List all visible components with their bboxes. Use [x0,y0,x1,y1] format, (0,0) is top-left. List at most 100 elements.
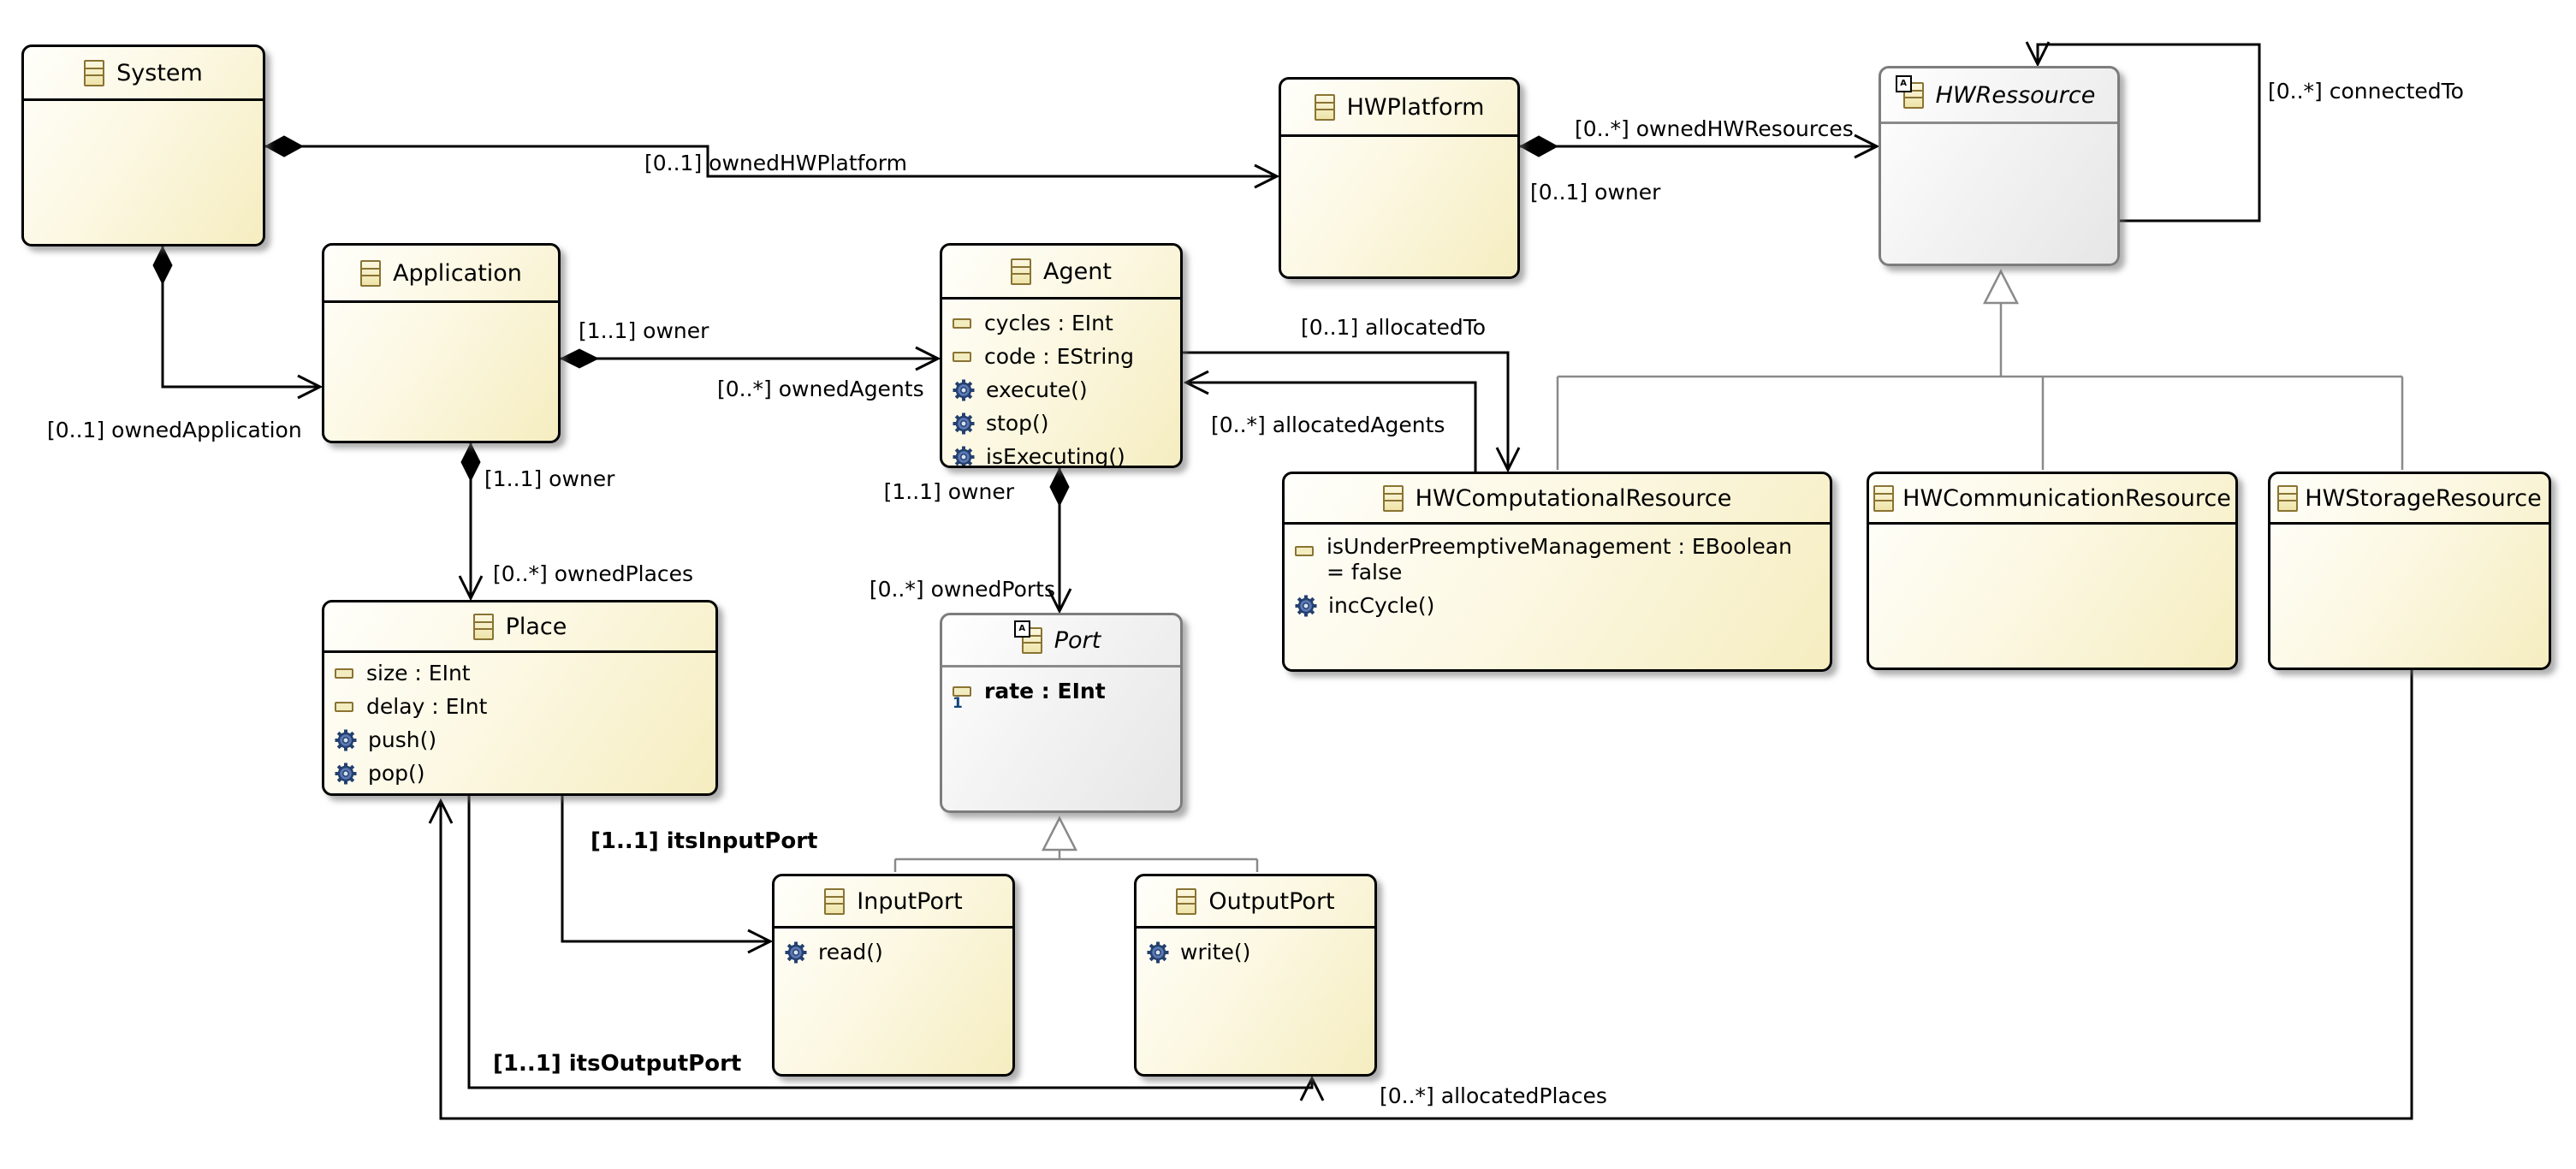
eoperation-gear-icon [1147,941,1169,964]
composition-diamond [559,348,600,369]
class-title: OutputPort [1208,887,1335,915]
class-hwstorageresource[interactable]: HWStorageResource [2268,472,2551,670]
eoperation-gear-icon [335,763,357,785]
arrowhead [747,929,774,954]
label-allocated-places[interactable]: [0..*] allocatedPlaces [1380,1083,1607,1108]
attribute-row[interactable]: 1 rate : EInt [953,679,1106,712]
operation-row[interactable]: isExecuting() [953,440,1177,466]
label-its-input-port[interactable]: [1..1] itsInputPort [591,828,818,854]
composition-diamond [1518,135,1559,157]
label-connected-to[interactable]: [0..*] connectedTo [2268,79,2464,104]
attribute-row[interactable]: code : EString [953,340,1177,373]
label-owned-places[interactable]: [0..*] ownedPlaces [493,561,694,586]
label-owned-application[interactable]: [0..1] ownedApplication [47,418,302,442]
label-hw-owner[interactable]: [0..1] owner [1530,180,1661,205]
class-system[interactable]: System [21,45,265,246]
arrowhead [1047,588,1072,614]
edge-its-input-port[interactable] [561,796,769,943]
class-application[interactable]: Application [322,243,561,443]
class-outputport[interactable]: OutputPort write() [1134,874,1377,1077]
class-header: Application [324,246,558,303]
class-title: HWCommunicationResource [1902,484,2231,512]
arrowhead [428,798,454,824]
operation-row[interactable]: write() [1147,935,1371,969]
class-hwcomputationalresource[interactable]: HWComputationalResource isUnderPreemptiv… [1282,472,1832,672]
class-hwplatform[interactable]: HWPlatform [1279,77,1520,279]
eattribute-icon [953,351,973,362]
class-body [2270,525,2549,531]
class-port[interactable]: A Port 1 rate : EInt [940,613,1183,813]
eclass-icon [1314,93,1335,121]
class-header: InputPort [775,876,1012,929]
attribute-row[interactable]: cycles : EInt [953,306,1177,340]
class-title: HWStorageResource [2305,484,2542,512]
label-allocated-to[interactable]: [0..1] allocatedTo [1301,315,1487,340]
class-title: Application [393,259,522,287]
generalization-triangle [1041,816,1078,852]
arrowhead [1854,134,1880,159]
label-app-owner[interactable]: [1..1] owner [579,318,709,343]
class-place[interactable]: Place size : EInt delay : EInt push() po… [322,600,718,796]
operation-row[interactable]: read() [785,935,1009,969]
attribute-row[interactable]: isUnderPreemptiveManagement : EBoolean =… [1295,531,1826,589]
edge-its-output-port[interactable] [467,796,1314,1089]
class-hwcommunicationresource[interactable]: HWCommunicationResource [1867,472,2238,670]
label-port-owner[interactable]: [1..1] owner [883,479,1014,504]
operation-row[interactable]: execute() [953,373,1177,406]
class-inputport[interactable]: InputPort read() [772,874,1015,1077]
eclass-icon [2277,484,2299,512]
arrowhead [458,575,484,602]
class-hwressource[interactable]: A HWRessource [1879,66,2120,266]
class-body [1881,124,2117,131]
class-title: HWPlatform [1346,93,1485,121]
composition-diamond [460,442,481,483]
class-body [24,101,263,108]
composition-diamond [264,135,305,157]
abstract-badge: A [1895,74,1912,92]
eclass-icon [1176,887,1197,915]
attribute-row[interactable]: delay : EInt [335,690,712,723]
class-agent[interactable]: Agent cycles : EInt code : EString execu… [940,243,1183,468]
label-owned-hwplatform[interactable]: [0..1] ownedHWPlatform [644,151,907,175]
operation-row[interactable]: push() [335,723,712,757]
generalization-hwressource[interactable] [1556,303,2404,470]
label-allocated-agents[interactable]: [0..*] allocatedAgents [1211,412,1445,437]
composition-diamond [1049,466,1070,507]
class-body [324,303,558,310]
class-body: size : EInt delay : EInt push() pop() [324,653,715,790]
label-place-owner[interactable]: [1..1] owner [484,466,615,491]
eoperation-gear-icon [335,729,357,751]
eoperation-gear-icon [953,412,975,435]
label-owned-agents[interactable]: [0..*] ownedAgents [717,377,924,401]
attribute-row[interactable]: size : EInt [335,656,712,690]
eattribute-icon [335,668,355,679]
edge-allocated-agents[interactable] [1186,381,1477,472]
class-header: A Port [942,615,1180,668]
label-owned-ports[interactable]: [0..*] ownedPorts [869,577,1055,602]
edge-allocated-places[interactable] [439,670,2413,1120]
arrowhead [297,374,323,400]
class-header: A HWRessource [1881,68,2117,124]
edge-connected-to[interactable] [2036,43,2261,223]
operation-row[interactable]: incCycle() [1295,589,1826,622]
generalization-port[interactable] [893,850,1259,872]
class-body [1869,525,2235,531]
edge-allocated-to[interactable] [1183,351,1510,468]
class-header: OutputPort [1137,876,1374,929]
eclass-icon [1011,258,1032,285]
arrowhead [1495,447,1521,473]
label-its-output-port[interactable]: [1..1] itsOutputPort [493,1051,742,1077]
class-body: isUnderPreemptiveManagement : EBoolean =… [1285,525,1830,622]
eattribute-icon: 1 [953,685,973,712]
eclass-abstract-icon: A [1895,74,1924,109]
edge-owned-hwplatform[interactable] [265,145,1275,178]
operation-row[interactable]: stop() [953,406,1177,440]
arrowhead [2025,41,2051,68]
class-title: Place [505,613,567,640]
arrowhead [915,346,941,371]
operation-row[interactable]: pop() [335,757,712,790]
label-owned-hwresources[interactable]: [0..*] ownedHWResources [1575,116,1854,141]
edge-owned-application[interactable] [161,246,318,389]
